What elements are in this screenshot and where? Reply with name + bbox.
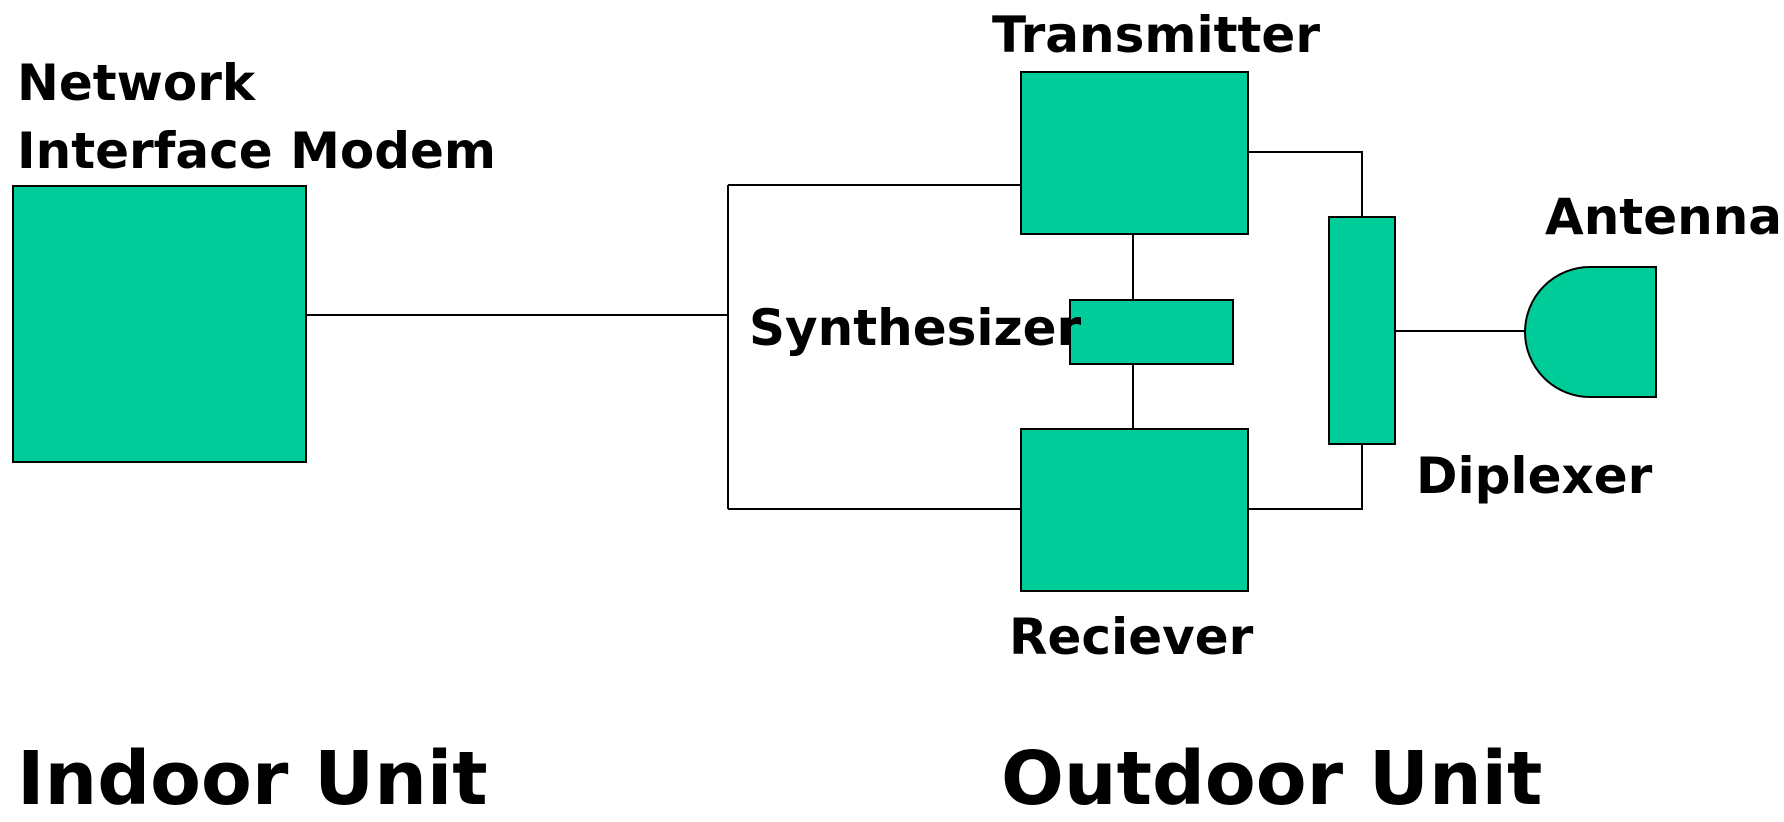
diplexer-label: Diplexer — [1416, 447, 1653, 505]
indoor-unit-label: Indoor Unit — [17, 736, 488, 822]
antenna-label: Antenna — [1545, 188, 1783, 246]
receiver-box — [1020, 428, 1249, 592]
outdoor-unit-label: Outdoor Unit — [1001, 736, 1543, 822]
connector-transmitter-to-diplexer — [1248, 151, 1363, 217]
synthesizer-box — [1069, 299, 1234, 365]
modem-label-line2: Interface Modem — [17, 122, 497, 180]
diplexer-box — [1328, 216, 1396, 445]
receiver-label: Reciever — [1009, 608, 1254, 666]
antenna-shape — [1524, 266, 1657, 398]
transmitter-box — [1020, 71, 1249, 235]
connector-receiver-to-diplexer — [1248, 444, 1363, 510]
synthesizer-label: Synthesizer — [749, 299, 1082, 357]
network-interface-modem-box — [12, 185, 307, 463]
modem-label-line1: Network — [17, 54, 256, 112]
transmitter-label: Transmitter — [992, 6, 1320, 64]
